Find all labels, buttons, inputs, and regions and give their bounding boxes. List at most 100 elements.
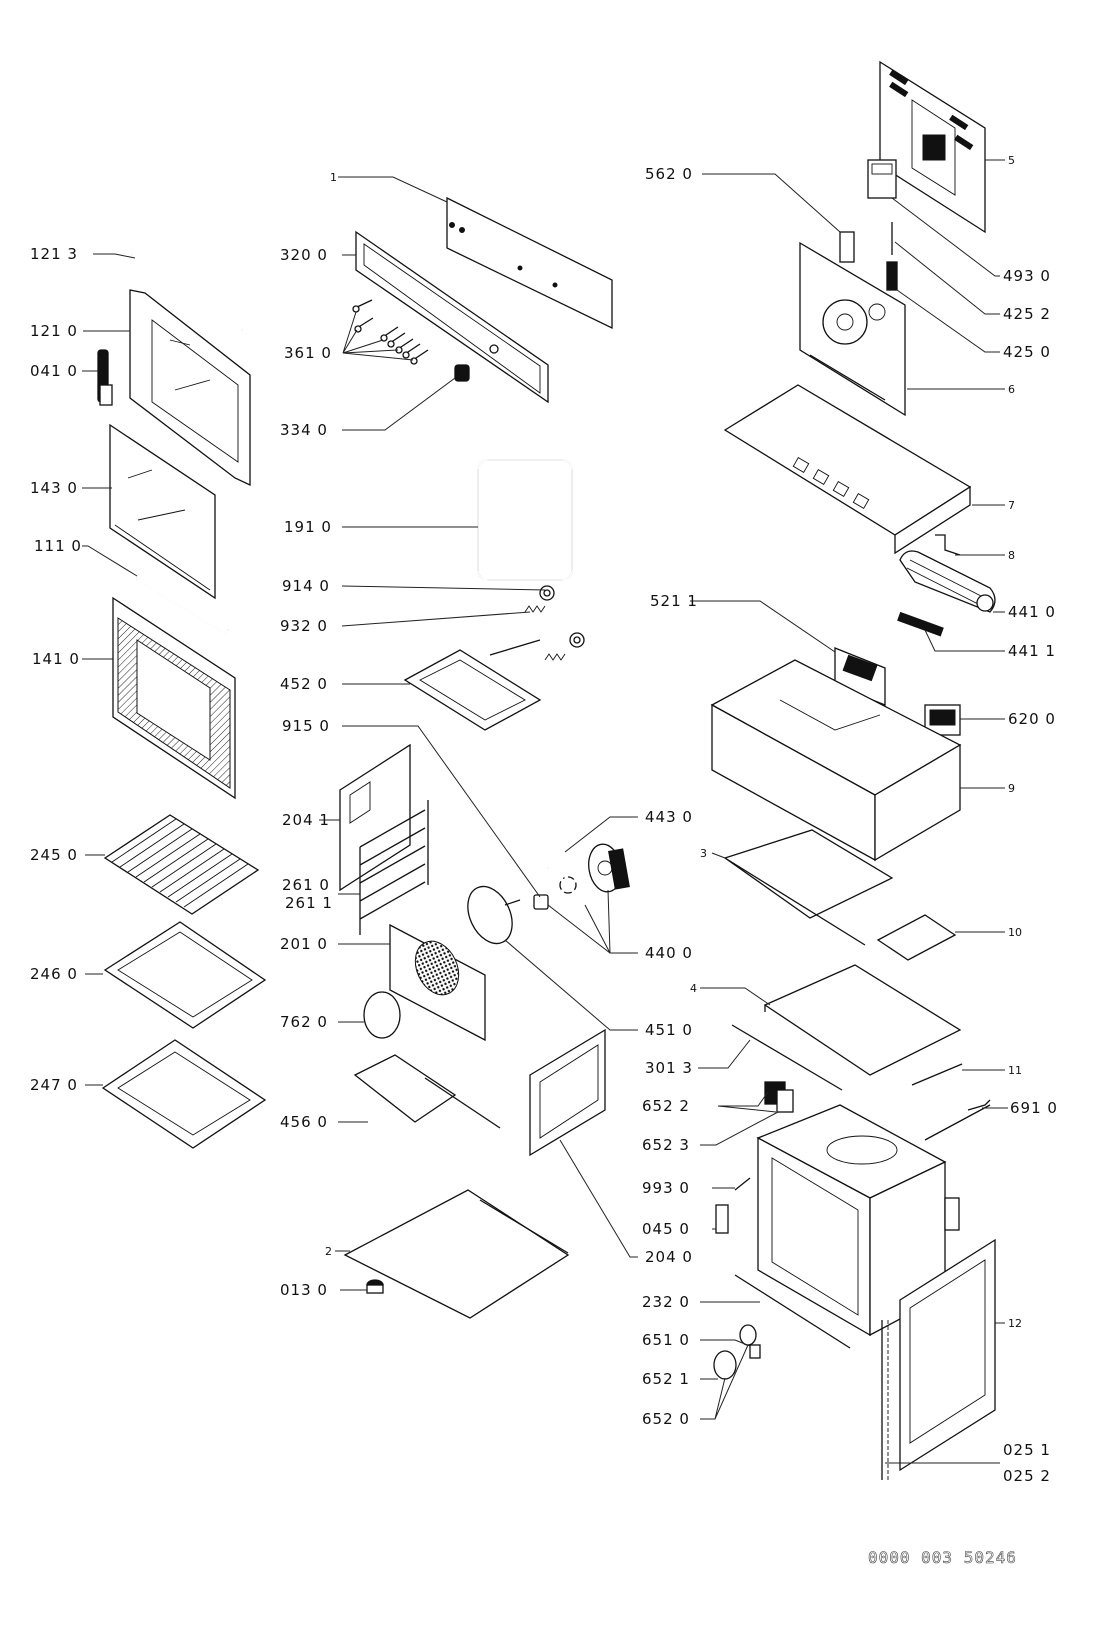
rear-cover-plate	[723, 829, 894, 946]
front-trim-strip	[731, 1024, 843, 1091]
side-rack-right	[339, 743, 411, 892]
callout-425-0: 425 0	[1003, 343, 1051, 361]
callout-562-0: 562 0	[645, 165, 693, 183]
oven-seal-gasket	[477, 459, 573, 581]
control-panel-bracket	[446, 196, 613, 330]
callout-261-0: 261 0	[282, 876, 330, 894]
callout-493-0: 493 0	[1003, 267, 1051, 285]
callout-7: 7	[1008, 499, 1015, 512]
callout-652-2: 652 2	[642, 1097, 690, 1115]
callout-914-0: 914 0	[282, 577, 330, 595]
callout-425-2: 425 2	[1003, 305, 1051, 323]
leader-lines-center	[319, 176, 638, 1291]
electronic-module	[834, 647, 886, 706]
outer-door-panel	[112, 596, 236, 800]
side-strip	[911, 1063, 963, 1086]
callout-9: 9	[1008, 782, 1015, 795]
fan-element-ring	[467, 885, 521, 945]
door-handle-rod	[136, 575, 229, 635]
element-nuts	[539, 585, 585, 648]
callout-361-0: 361 0	[284, 344, 332, 362]
callout-025-2: 025 2	[1003, 1467, 1051, 1485]
cavity-front-frame	[734, 1274, 851, 1349]
lamp-cover-glass	[739, 1324, 757, 1346]
callout-691-0: 691 0	[1010, 1099, 1058, 1117]
door-catch	[715, 1204, 729, 1234]
callout-932-0: 932 0	[280, 617, 328, 635]
door-seal-strip	[131, 253, 243, 332]
screw	[734, 1177, 751, 1191]
thermal-fuse	[867, 159, 897, 199]
callout-10: 10	[1008, 926, 1022, 939]
fan-cover-nut	[533, 894, 549, 910]
callout-915-0: 915 0	[282, 717, 330, 735]
fan-housing-panel	[799, 241, 906, 417]
callout-201-0: 201 0	[280, 935, 328, 953]
callout-652-1: 652 1	[642, 1370, 690, 1388]
callout-121-3: 121 3	[30, 245, 78, 263]
callout-1: 1	[330, 171, 337, 184]
door-hinge	[97, 349, 113, 406]
callout-456-0: 456 0	[280, 1113, 328, 1131]
callout-2: 2	[325, 1245, 332, 1258]
callout-245-0: 245 0	[30, 846, 78, 864]
callout-041-0: 041 0	[30, 362, 78, 380]
callout-3: 3	[700, 847, 707, 860]
small-bracket	[935, 534, 961, 556]
callout-441-1: 441 1	[1008, 642, 1056, 660]
callout-247-0: 247 0	[30, 1076, 78, 1094]
leader-lines-left	[82, 253, 138, 1086]
fan-support-bar	[897, 611, 944, 637]
callout-204-1: 204 1	[282, 811, 330, 829]
callout-246-0: 246 0	[30, 965, 78, 983]
callout-11: 11	[1008, 1064, 1022, 1077]
shelf-supports	[359, 800, 429, 935]
callout-993-0: 993 0	[642, 1179, 690, 1197]
wire-rack	[103, 814, 260, 915]
fan-motor	[588, 843, 630, 893]
fan-blade	[546, 849, 591, 907]
callout-651-0: 651 0	[642, 1331, 690, 1349]
fan-back-panel	[389, 923, 486, 1042]
callout-452-0: 452 0	[280, 675, 328, 693]
lamp-holder	[764, 1081, 794, 1113]
callout-12: 12	[1008, 1317, 1022, 1330]
cavity-top-plate	[763, 964, 962, 1076]
callout-045-0: 045 0	[642, 1220, 690, 1238]
lamp-cover	[713, 1350, 737, 1380]
bottom-element	[353, 1054, 501, 1129]
callout-652-0: 652 0	[642, 1410, 690, 1428]
callout-6: 6	[1008, 383, 1015, 396]
callout-111-0: 111 0	[34, 537, 82, 555]
callout-8: 8	[1008, 549, 1015, 562]
callout-121-0: 121 0	[30, 322, 78, 340]
door-inner-panel	[899, 1238, 996, 1472]
knob-spindles	[352, 299, 429, 365]
callout-334-0: 334 0	[280, 421, 328, 439]
rear-cover-panel	[879, 60, 986, 234]
callout-labels-center: 1 320 0 361 0 334 0 191 0 914 0 932 0 45…	[280, 171, 693, 1299]
callout-191-0: 191 0	[284, 518, 332, 536]
thermostat-bracket	[839, 231, 855, 263]
callout-301-3: 301 3	[645, 1059, 693, 1077]
drawing-number: 0000 003 50246	[868, 1548, 1017, 1567]
foot	[366, 1279, 384, 1294]
callout-440-0: 440 0	[645, 944, 693, 962]
callout-620-0: 620 0	[1008, 710, 1056, 728]
callout-4: 4	[690, 982, 697, 995]
lamp-bulb	[749, 1344, 761, 1359]
side-rack-left	[529, 1028, 606, 1157]
oven-probe-sensor	[924, 1099, 991, 1141]
callout-261-1: 261 1	[285, 894, 333, 912]
deep-baking-tray	[101, 1039, 267, 1149]
callout-143-0: 143 0	[30, 479, 78, 497]
cover-plate-round	[363, 991, 401, 1039]
callout-521-1: 521 1	[650, 592, 698, 610]
callout-441-0: 441 0	[1008, 603, 1056, 621]
control-knob	[454, 364, 470, 382]
top-grill-element	[403, 639, 542, 731]
control-housing	[710, 659, 962, 862]
lower-bracket	[876, 914, 957, 961]
inner-door-glass	[109, 423, 216, 600]
